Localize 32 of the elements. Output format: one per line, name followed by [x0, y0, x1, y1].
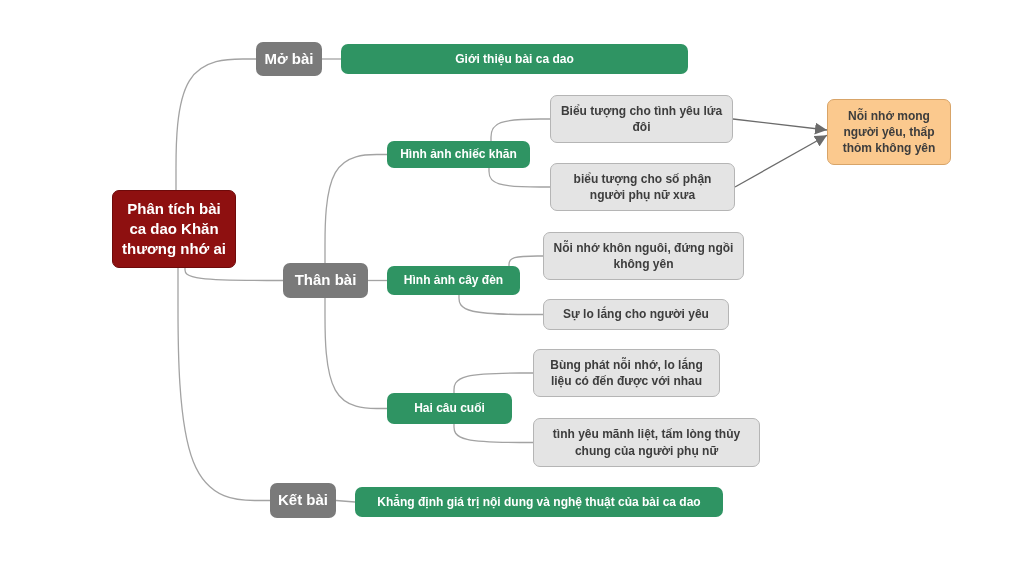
section-box: Kết bài [270, 483, 336, 518]
connector-line [453, 372, 534, 394]
summary-box: Nỗi nhớ mong người yêu, thấp thỏm không yên [827, 99, 951, 165]
connector-line [324, 297, 388, 410]
connector-line [184, 267, 284, 282]
connector-line [175, 58, 257, 191]
detail-box: biểu tượng cho số phận người phụ nữ xưa [550, 163, 735, 211]
connector-line [335, 499, 356, 503]
arrow [734, 134, 828, 188]
connector-line [177, 267, 271, 502]
connector-line [458, 294, 544, 316]
section-box: Thân bài [283, 263, 368, 298]
subtopic-box: Hai câu cuối [387, 393, 512, 424]
subtopic-box: Giới thiệu bài ca dao [341, 44, 688, 74]
detail-box: Sự lo lắng cho người yêu [543, 299, 729, 330]
topic-box: Phân tích bài ca dao Khăn thương nhớ ai [112, 190, 236, 268]
subtopic-box: Khẳng định giá trị nội dung và nghệ thuật của bài ca dao [355, 487, 723, 517]
subtopic-box: Hình ảnh cây đèn [387, 266, 520, 295]
section-box: Mở bài [256, 42, 322, 76]
connector-line [367, 279, 388, 282]
connector-line [490, 118, 551, 142]
subtopic-box: Hình ảnh chiếc khăn [387, 141, 530, 168]
connector-line [321, 58, 342, 60]
detail-box: Bùng phát nỗi nhớ, lo lắng liệu có đến được với nhau [533, 349, 720, 397]
detail-box: Nỗi nhớ khôn nguôi, đứng ngồi không yên [543, 232, 744, 280]
connector-line [324, 153, 388, 264]
connector-line [488, 167, 551, 188]
connector-line [453, 423, 534, 444]
connector-line [508, 255, 544, 267]
detail-box: Biểu tượng cho tình yêu lứa đôi [550, 95, 733, 143]
arrow [732, 118, 828, 135]
detail-box: tình yêu mãnh liệt, tấm lòng thủy chung của người phụ nữ [533, 418, 760, 467]
